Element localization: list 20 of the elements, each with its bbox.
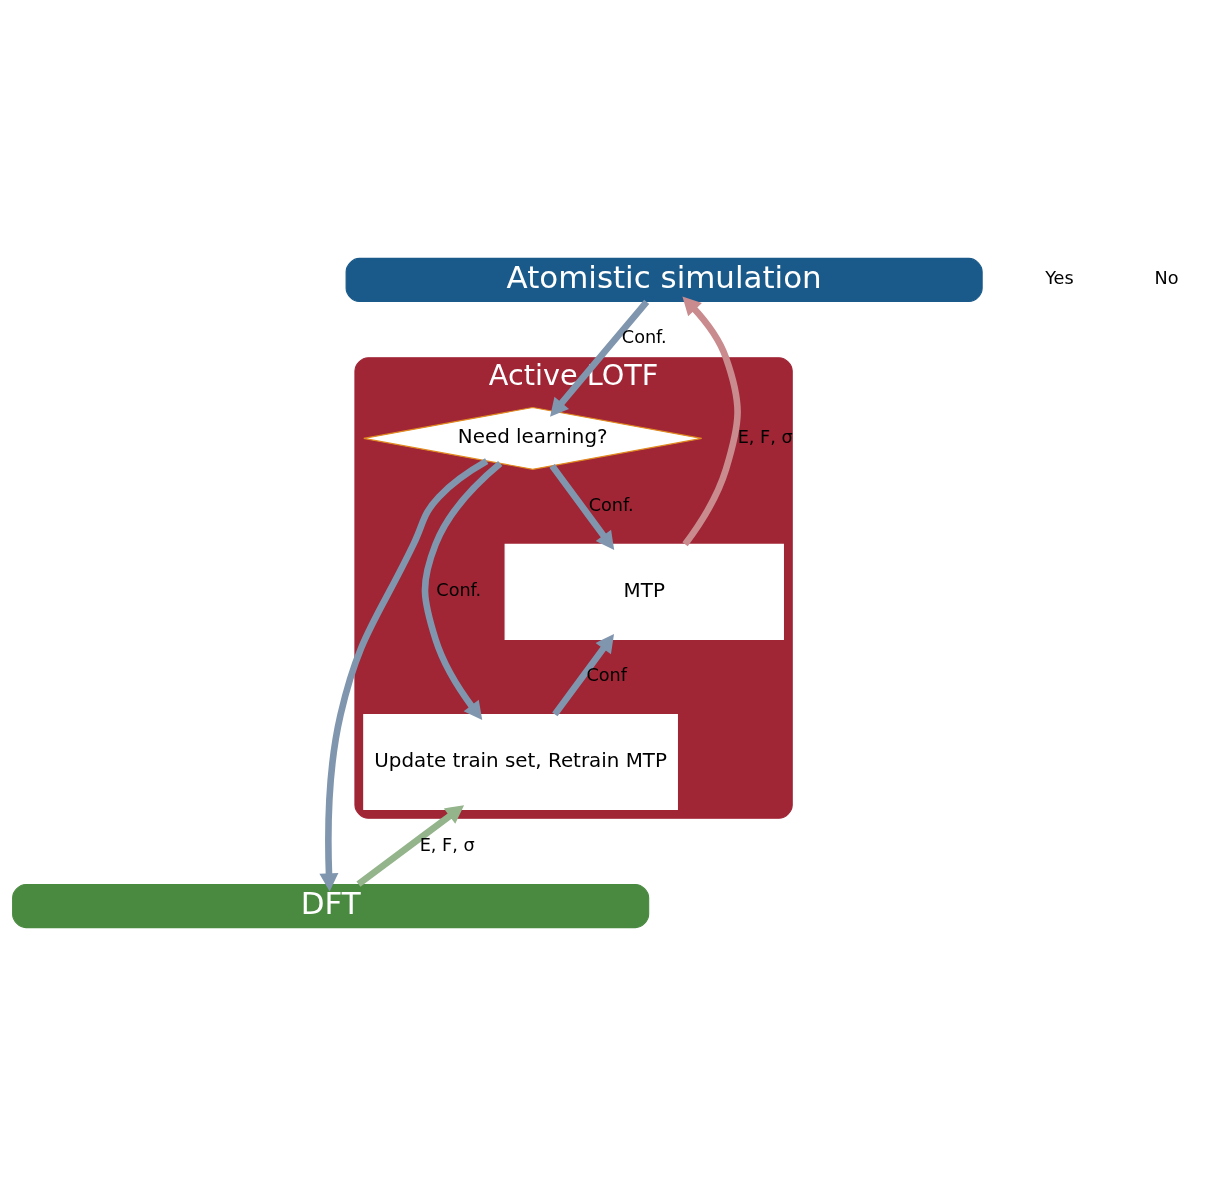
arrow [552,633,615,716]
arrow [550,299,650,417]
label: No [1154,267,1179,288]
edge-label: E, F, σ [737,426,793,447]
node-diamond: Need learning? [363,406,703,470]
arrow [549,463,615,550]
edge-label: Conf. [621,326,667,347]
node-box: DFT [12,883,650,928]
node-box: MTP [504,543,784,640]
arrow [421,460,503,720]
edge-label: Conf. [436,579,482,600]
edge-label: E, F, σ [419,834,475,855]
edge-label: Conf [586,664,627,685]
edge-label: Conf. [588,494,634,515]
arrow [319,457,489,891]
label: Yes [1045,267,1074,288]
arrow [356,804,465,887]
node-box: Atomistic simulation [345,257,983,302]
arrow [682,296,741,546]
node-box: Update train set, Retrain MTP [363,713,678,810]
